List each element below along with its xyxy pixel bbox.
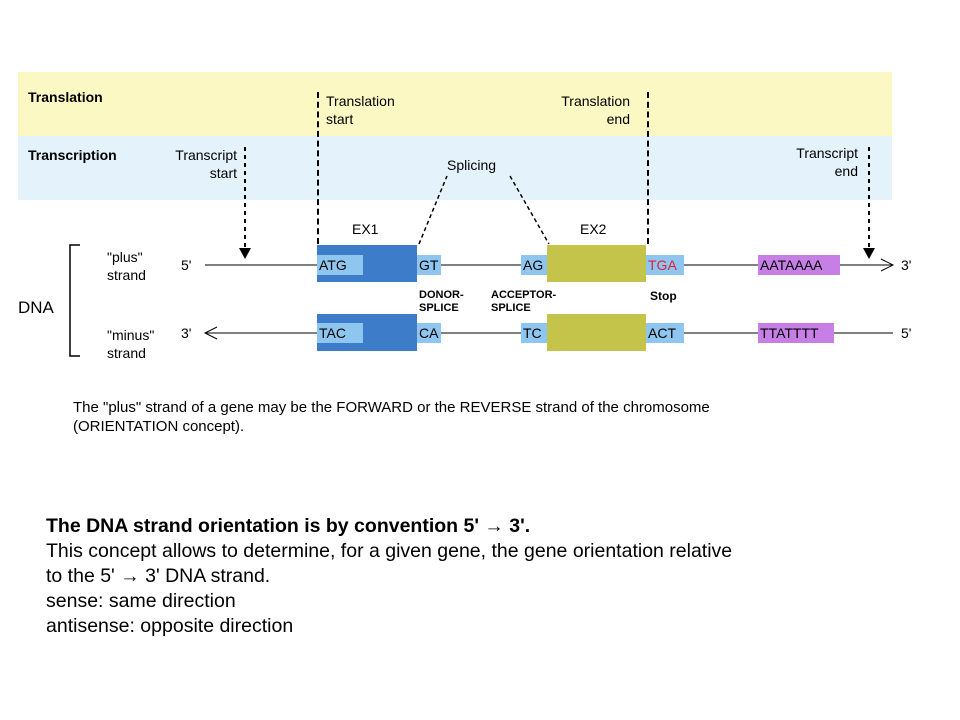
plus-strand-arrowhead bbox=[880, 258, 895, 272]
dna-bracket bbox=[69, 244, 80, 357]
minus-strand-arrowhead bbox=[203, 326, 218, 340]
minus-strand-label: "minus"strand bbox=[107, 327, 155, 361]
minus-acceptor-site: TC bbox=[521, 323, 548, 343]
dna-label: DNA bbox=[18, 298, 54, 317]
translation-end-line bbox=[647, 92, 649, 244]
plus-strand-label: "plus"strand bbox=[107, 249, 146, 283]
exon2-minus bbox=[547, 314, 646, 351]
notes-line: sense: same direction bbox=[46, 590, 236, 612]
transcript-start-arrow bbox=[239, 248, 251, 259]
exon2-label: EX2 bbox=[580, 221, 607, 237]
translation-start-line bbox=[317, 92, 319, 244]
splice-line-right bbox=[509, 175, 550, 245]
plus-polya-signal: AATAAAA bbox=[758, 255, 840, 275]
translation-band bbox=[18, 72, 892, 136]
transcript-end-arrow bbox=[863, 248, 875, 259]
stop-label: Stop bbox=[650, 289, 677, 303]
minus-donor-site: CA bbox=[417, 323, 441, 343]
minus-polya-signal: TTATTTT bbox=[758, 323, 834, 343]
plus-donor-site: GT bbox=[417, 255, 441, 275]
notes-line: antisense: opposite direction bbox=[46, 615, 294, 637]
minus-start-codon: TAC bbox=[317, 323, 363, 343]
diagram-caption: The "plus" strand of a gene may be the F… bbox=[73, 399, 710, 435]
plus-left-end: 5' bbox=[181, 257, 192, 273]
acceptor-splice-label: ACCEPTOR-SPLICE bbox=[491, 289, 557, 314]
donor-splice-label: DONOR-SPLICE bbox=[419, 289, 464, 314]
splicing-label: Splicing bbox=[447, 157, 497, 173]
plus-start-codon: ATG bbox=[317, 255, 363, 275]
translation-label: Translation bbox=[28, 89, 103, 105]
notes-heading: The DNA strand orientation is by convent… bbox=[46, 515, 531, 537]
minus-right-end: 5' bbox=[901, 325, 912, 341]
minus-left-end: 3' bbox=[181, 325, 192, 341]
plus-stop-codon: TGA bbox=[646, 255, 684, 275]
transcription-band bbox=[18, 136, 892, 200]
minus-stop-codon: ACT bbox=[646, 323, 684, 343]
splice-line-left bbox=[418, 175, 448, 245]
transcription-label: Transcription bbox=[28, 147, 117, 163]
plus-acceptor-site: AG bbox=[521, 255, 548, 275]
exon2-plus bbox=[547, 245, 646, 282]
notes-line: This concept allows to determine, for a … bbox=[46, 540, 733, 562]
exon1-label: EX1 bbox=[352, 221, 379, 237]
plus-right-end: 3' bbox=[901, 257, 912, 273]
orientation-notes: The DNA strand orientation is by convent… bbox=[46, 514, 926, 639]
notes-line: to the 5' → 3' DNA strand. bbox=[46, 565, 271, 587]
